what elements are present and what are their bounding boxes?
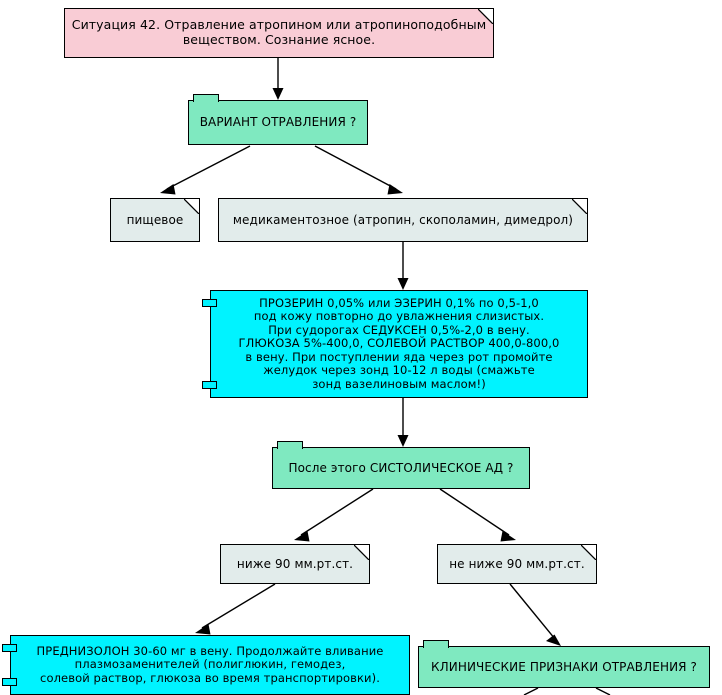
node-situation-title-label: Ситуация 42. Отравление атропином или ат… — [71, 17, 487, 47]
edge-clinical-to-offscreen-left — [523, 687, 539, 695]
edge-systolic-to-below90 — [294, 488, 374, 542]
edge-therapy-to-systolic — [397, 398, 409, 447]
node-clinical-signs-question-label: КЛИНИЧЕСКИЕ ПРИЗНАКИ ОТРАВЛЕНИЯ ? — [431, 659, 697, 674]
node-poisoning-variant[interactable]: ВАРИАНТ ОТРАВЛЕНИЯ ? — [188, 94, 368, 145]
node-clinical-signs-question[interactable]: КЛИНИЧЕСКИЕ ПРИЗНАКИ ОТРАВЛЕНИЯ ? — [418, 640, 710, 688]
edge-clinical-to-offscreen-right — [595, 687, 611, 695]
folded-corner-icon — [184, 199, 199, 214]
connector-handle-bottom-icon — [202, 381, 217, 389]
node-therapy-instructions[interactable]: ПРОЗЕРИН 0,05% или ЭЗЕРИН 0,1% по 0,5-1,… — [202, 290, 588, 398]
node-situation-title[interactable]: Ситуация 42. Отравление атропином или ат… — [64, 8, 494, 58]
node-food-poisoning-label: пищевое — [126, 212, 184, 227]
node-tab-icon — [277, 441, 303, 449]
folded-corner-icon — [572, 199, 587, 214]
node-systolic-bp-question-label: После этого СИСТОЛИЧЕСКОЕ АД ? — [288, 460, 514, 475]
connector-handle-top-icon — [2, 644, 17, 652]
node-prednisolone-treatment-label: ПРЕДНИЗОЛОН 30-60 мг в вену. Продолжайте… — [36, 643, 384, 685]
edge-medicinal-to-therapy — [397, 242, 409, 290]
edge-variant-to-medicinal — [314, 145, 403, 195]
node-tab-icon — [193, 94, 219, 102]
node-medicinal-poisoning-label: медикаментозное (атропин, скополамин, ди… — [232, 212, 574, 227]
node-therapy-instructions-label: ПРОЗЕРИН 0,05% или ЭЗЕРИН 0,1% по 0,5-1,… — [238, 295, 560, 391]
node-prednisolone-treatment[interactable]: ПРЕДНИЗОЛОН 30-60 мг в вену. Продолжайте… — [2, 635, 410, 695]
edge-systolic-to-notbelow90 — [439, 488, 516, 542]
node-bp-not-below-90[interactable]: не ниже 90 мм.рт.ст. — [437, 544, 597, 584]
node-bp-not-below-90-label: не ниже 90 мм.рт.ст. — [449, 556, 585, 571]
edge-title-to-variant — [272, 58, 284, 100]
connector-handle-bottom-icon — [2, 678, 17, 686]
node-food-poisoning[interactable]: пищевое — [110, 198, 200, 242]
edge-notbelow90-to-clinical — [509, 583, 561, 646]
connector-handle-top-icon — [202, 299, 217, 307]
node-poisoning-variant-label: ВАРИАНТ ОТРАВЛЕНИЯ ? — [199, 115, 357, 130]
node-medicinal-poisoning[interactable]: медикаментозное (атропин, скополамин, ди… — [218, 198, 588, 242]
node-tab-icon — [423, 640, 449, 648]
edge-variant-to-food — [160, 145, 251, 195]
node-bp-below-90-label: ниже 90 мм.рт.ст. — [236, 556, 354, 571]
node-systolic-bp-question[interactable]: После этого СИСТОЛИЧЕСКОЕ АД ? — [272, 441, 530, 489]
node-bp-below-90[interactable]: ниже 90 мм.рт.ст. — [220, 544, 370, 584]
edge-below90-to-prednisolone — [195, 583, 276, 635]
